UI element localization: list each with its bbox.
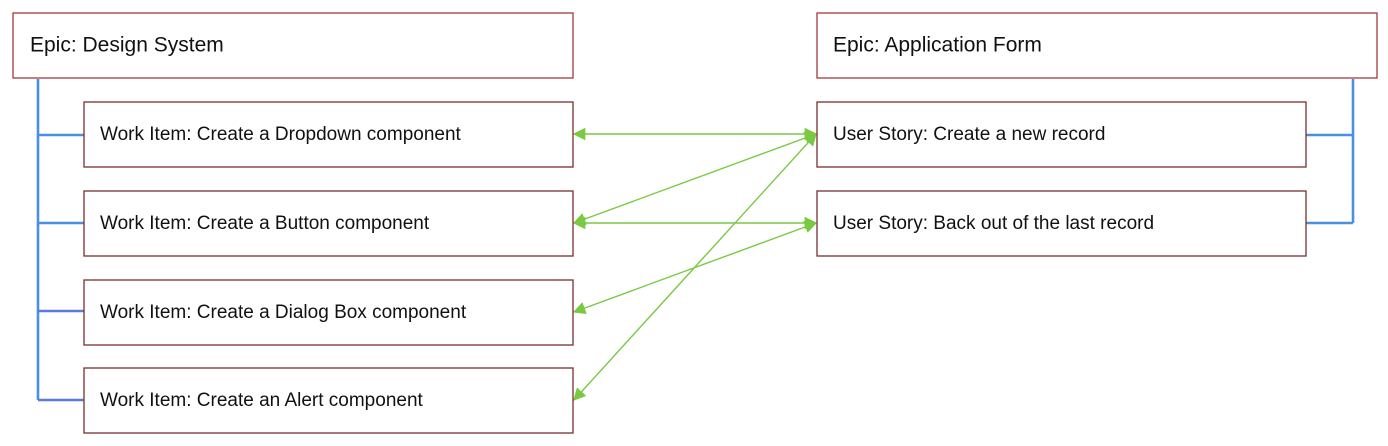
epic-application-form[interactable]: Epic: Application Form xyxy=(816,12,1378,79)
link-back-out-to-dialog xyxy=(572,221,818,314)
user-story-new-record[interactable]: User Story: Create a new record xyxy=(816,101,1307,168)
work-item-dropdown-label: Work Item: Create a Dropdown component xyxy=(100,124,462,145)
work-item-alert[interactable]: Work Item: Create an Alert component xyxy=(83,367,574,434)
link-new-record-to-button xyxy=(572,132,818,225)
user-story-new-record-label: User Story: Create a new record xyxy=(833,124,1105,145)
work-item-button-label: Work Item: Create a Button component xyxy=(100,213,430,234)
work-item-dropdown[interactable]: Work Item: Create a Dropdown component xyxy=(83,101,574,168)
epic-design-system-label: Epic: Design System xyxy=(30,34,224,57)
epic-design-system[interactable]: Epic: Design System xyxy=(12,12,574,79)
work-item-dialog-label: Work Item: Create a Dialog Box component xyxy=(100,302,467,323)
work-item-button[interactable]: Work Item: Create a Button component xyxy=(83,190,574,257)
tree-connectors-design-system xyxy=(36,79,84,402)
user-story-back-out-label: User Story: Back out of the last record xyxy=(833,213,1154,234)
dependency-links xyxy=(572,127,818,401)
epic-application-form-label: Epic: Application Form xyxy=(833,34,1042,57)
user-story-back-out[interactable]: User Story: Back out of the last record xyxy=(816,190,1307,257)
work-item-dialog[interactable]: Work Item: Create a Dialog Box component xyxy=(83,279,574,346)
tree-connectors-application-form xyxy=(1306,79,1355,225)
work-item-alert-label: Work Item: Create an Alert component xyxy=(100,390,424,411)
